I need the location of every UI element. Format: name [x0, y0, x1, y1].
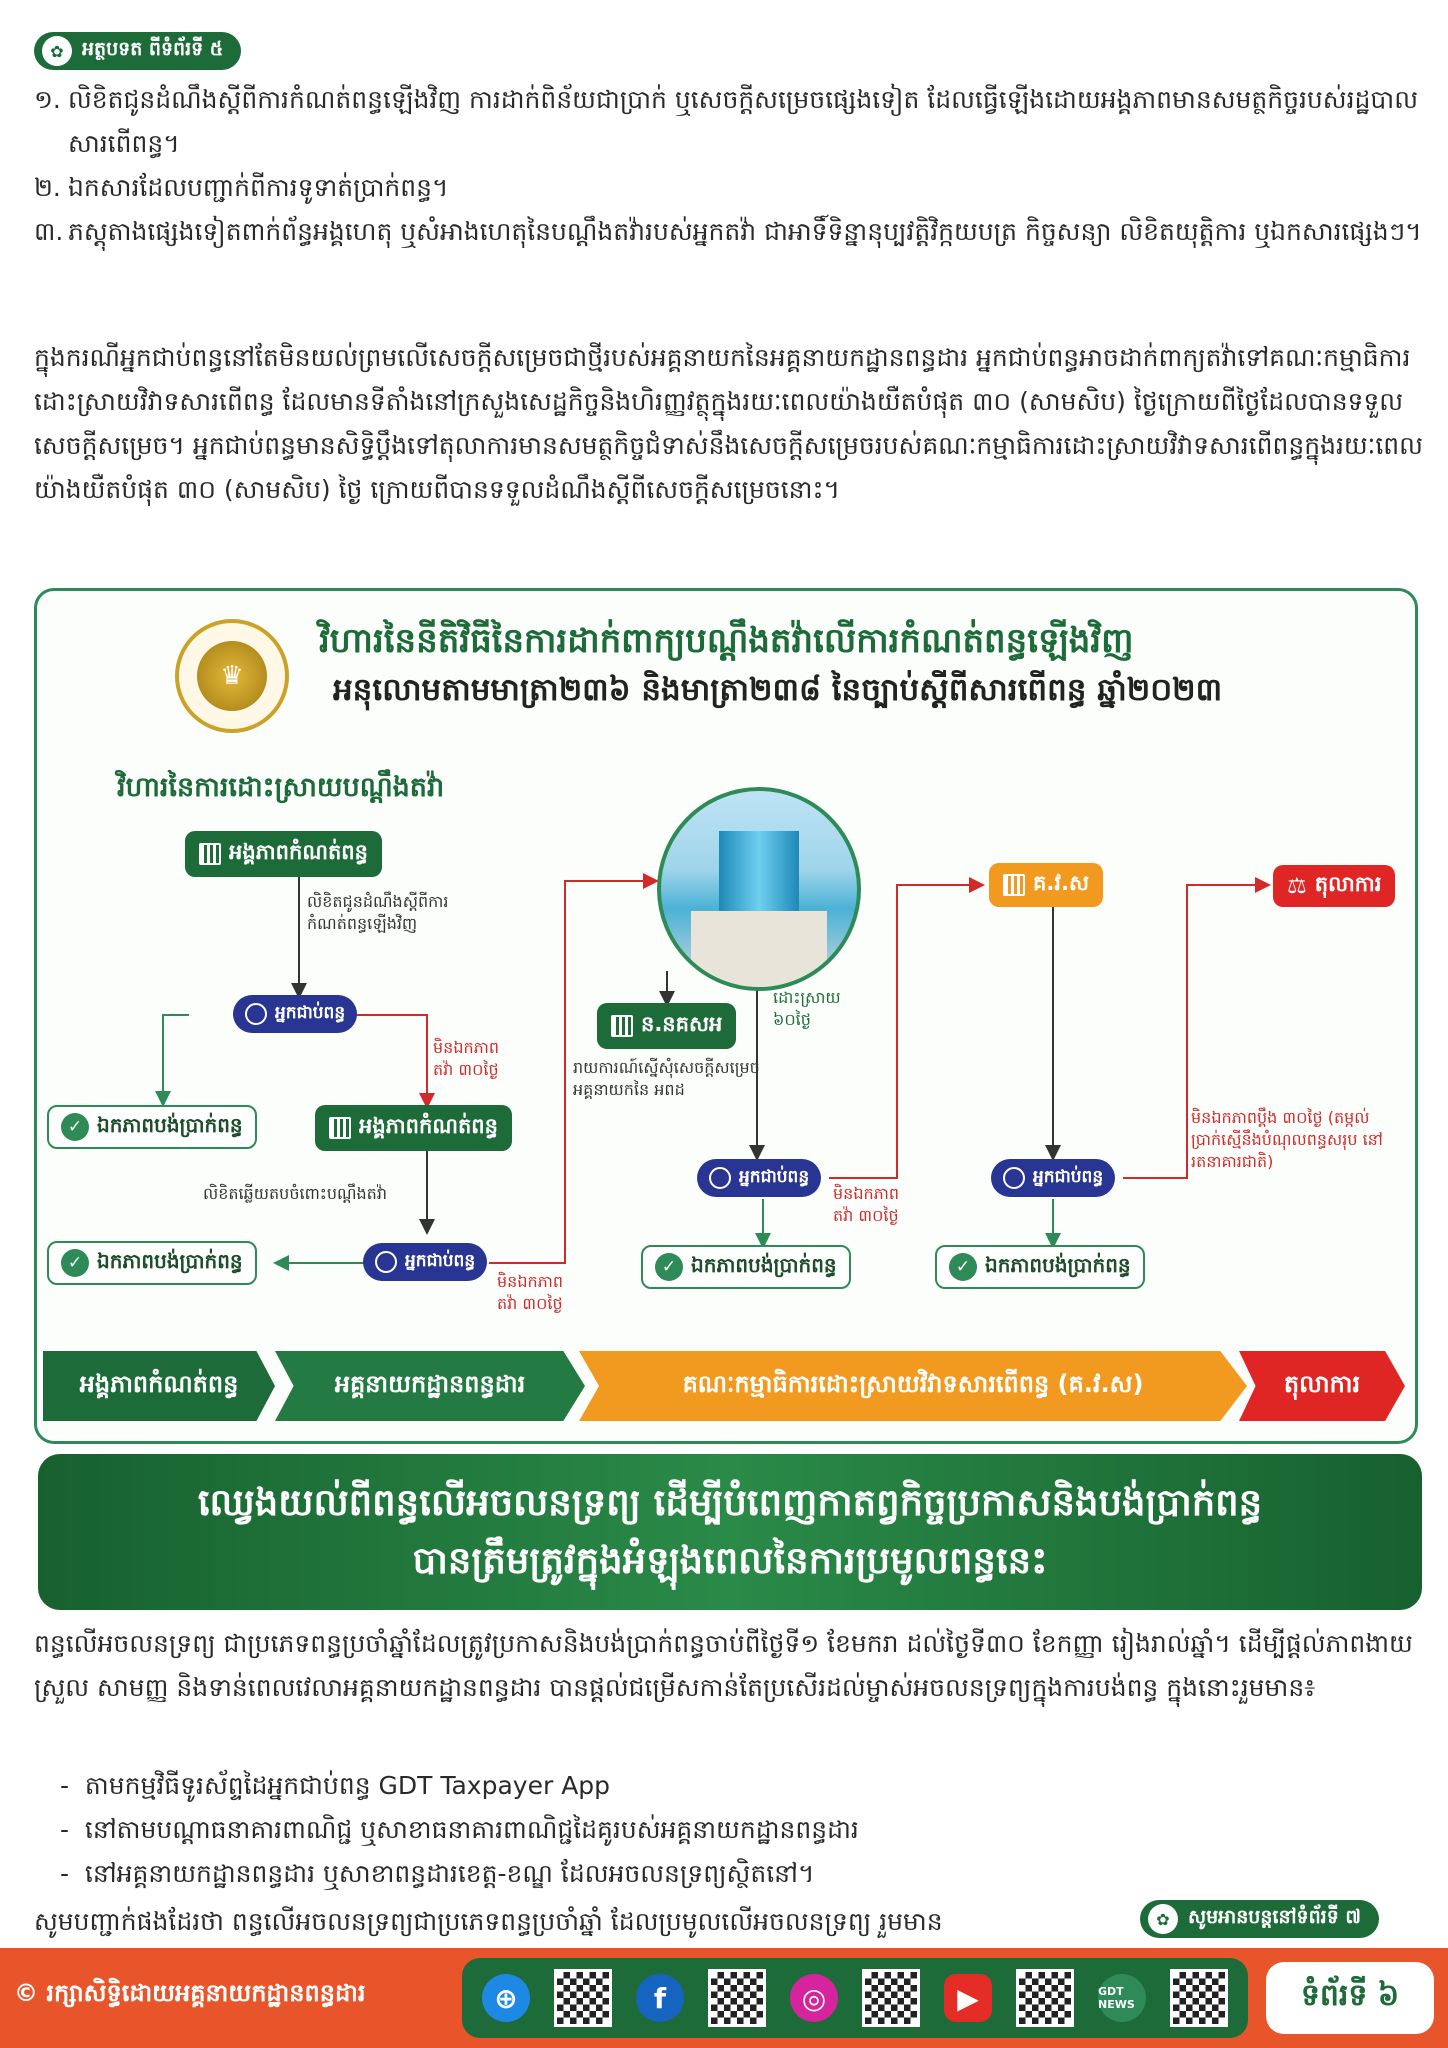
qr-code-youtube: [1016, 1969, 1074, 2027]
paid-box-2: ✓ ឯកភាពបង់ប្រាក់ពន្ធ: [47, 1241, 257, 1285]
continue-tag-label: សូមអានបន្តនៅទំព័រទី ៧: [1188, 1906, 1361, 1928]
list-item: - នៅអគ្គនាយកដ្ឋានពន្ធដារ ឬសាខាពន្ធដារខេត…: [60, 1859, 815, 1888]
list-item: - តាមកម្មវិធីទូរស័ព្ទដៃអ្នកជាប់ពន្ធ GDT …: [60, 1771, 611, 1800]
taxpayer-box-2: អ្នកជាប់ពន្ធ: [363, 1243, 488, 1281]
youtube-icon[interactable]: ▶: [944, 1974, 992, 2022]
panel-title: វិហារនៃនីតិវិធីនៃការដាក់ពាក្យបណ្តឹងតវ៉ាល…: [319, 621, 1134, 661]
user-icon: [1003, 1167, 1025, 1189]
list-item-text: លិខិតជូនដំណឹងស្តីពីការកំណត់ពន្ធឡើងវិញ កា…: [68, 85, 1419, 158]
note-notify: លិខិតជូនដំណឹងស្តីពីការកំណត់ពន្ធឡើងវិញ: [307, 892, 449, 933]
list-item-text: ភស្តុតាងផ្សេងទៀតពាក់ព័ន្ធអង្គហេតុ ឬសំអាង…: [68, 217, 1422, 246]
list-item-text: ឯកសារដែលបញ្ជាក់ពីការទូទាត់ប្រាក់ពន្ធ។: [68, 173, 449, 202]
flower-icon: ✿: [1148, 1904, 1178, 1934]
note-resolve: ដោះស្រាយ ៦០ថ្ងៃ: [773, 988, 841, 1029]
paid-box-3: ✓ ឯកភាពបង់ប្រាក់ពន្ធ: [641, 1245, 851, 1289]
note-report: រាយការណ៍ស្នើសុំសេចក្តីសម្រេចអគ្គនាយកនៃ អ…: [573, 1058, 760, 1099]
procedure-panel: ♛ វិហារនៃនីតិវិធីនៃការដាក់ពាក្យបណ្តឹងតវ៉…: [34, 588, 1418, 1444]
instagram-icon[interactable]: ◎: [790, 1974, 838, 2022]
court-box: ⚖ តុលាការ: [1273, 865, 1396, 907]
paid-box-4: ✓ ឯកភាពបង់ប្រាក់ពន្ធ: [935, 1245, 1145, 1289]
info-banner: ឈ្វេងយល់ពីពន្ធលើអចលនទ្រព្យ ដើម្បីបំពេញកា…: [38, 1454, 1422, 1610]
gdt-building-photo: [657, 787, 861, 991]
building-icon: [1003, 874, 1025, 896]
list-item: ២. ឯកសារដែលបញ្ជាក់ពីការទូទាត់ប្រាក់ពន្ធ។: [34, 166, 1424, 210]
user-icon: [375, 1251, 397, 1273]
note-disagree-2: មិនឯកភាព តវ៉ា ៣០ថ្ងៃ: [497, 1272, 564, 1313]
gdt-office-box: ន.នគសអ: [597, 1003, 737, 1049]
user-icon: [709, 1167, 731, 1189]
stage-bar: អង្គភាពកំណត់ពន្ធ អគ្គនាយកដ្ឋានពន្ធដារ គណ…: [43, 1351, 1405, 1421]
list-item: ៣. ភស្តុតាងផ្សេងទៀតពាក់ព័ន្ធអង្គហេតុ ឬសំ…: [34, 210, 1424, 254]
qr-code-news: [1170, 1969, 1228, 2027]
note-reply: លិខិតឆ្លើយតបចំពោះបណ្តឹងតវ៉ា: [203, 1184, 387, 1203]
note-disagree-3: មិនឯកភាព តវ៉ា ៣០ថ្ងៃ: [833, 1184, 900, 1225]
copyright: © រក្សាសិទ្ធិដោយអគ្គនាយកដ្ឋានពន្ធដារ: [14, 1979, 366, 2007]
building-icon: [329, 1117, 351, 1139]
header-page-tag: ✿ អត្ថបទត ពីទំព័រទី ៥: [34, 32, 242, 70]
paid-box-1: ✓ ឯកភាពបង់ប្រាក់ពន្ធ: [47, 1105, 257, 1149]
facebook-icon[interactable]: f: [636, 1974, 684, 2022]
assess-unit-box-2: អង្គភាពកំណត់ពន្ធ: [315, 1105, 512, 1151]
committee-box: គ.វ.ស: [989, 863, 1103, 907]
stage-assess: អង្គភាពកំណត់ពន្ធ: [43, 1351, 275, 1421]
emblem-icon: ♛: [197, 641, 267, 711]
social-strip: ⊕ f ◎ ▶ GDT NEWS: [462, 1958, 1248, 2038]
flow-connectors: [155, 873, 1271, 1271]
taxpayer-box-3: អ្នកជាប់ពន្ធ: [697, 1159, 822, 1197]
gdt-logo: ♛: [175, 619, 289, 733]
page-number: ទំព័រទី ៦: [1266, 1962, 1434, 2034]
stage-gdt: អគ្គនាយកដ្ឋានពន្ធដារ: [275, 1351, 585, 1421]
body-paragraph: ពន្ធលើអចលនទ្រព្យ ជាប្រភេទពន្ធប្រចាំឆ្នាំ…: [34, 1629, 1413, 1702]
user-icon: [245, 1003, 267, 1025]
scales-icon: ⚖: [1287, 873, 1307, 899]
footer: © រក្សាសិទ្ធិដោយអគ្គនាយកដ្ឋានពន្ធដារ ⊕ f…: [0, 1948, 1448, 2048]
building-icon: [199, 843, 221, 865]
document-list: ១. លិខិតជូនដំណឹងស្តីពីការកំណត់ពន្ធឡើងវិញ…: [34, 78, 1424, 254]
stage-court: តុលាការ: [1239, 1351, 1405, 1421]
flower-icon: ✿: [42, 36, 72, 66]
list-item-number: ៣.: [34, 217, 64, 246]
taxpayer-box-4: អ្នកជាប់ពន្ធ: [991, 1159, 1116, 1197]
list-item-number: ១.: [34, 85, 61, 114]
flow-heading: វិហារនៃការដោះស្រាយបណ្តឹងតវ៉ា: [117, 772, 445, 803]
banner-line-2: បានត្រឹមត្រូវក្នុងអំឡុងពេលនៃការប្រមូលពន្…: [412, 1539, 1048, 1582]
note-disagree-1: មិនឯកភាព តវ៉ា ៣០ថ្ងៃ: [433, 1038, 500, 1079]
check-icon: ✓: [949, 1253, 977, 1281]
check-icon: ✓: [655, 1253, 683, 1281]
website-icon[interactable]: ⊕: [482, 1974, 530, 2022]
banner-line-1: ឈ្វេងយល់ពីពន្ធលើអចលនទ្រព្យ ដើម្បីបំពេញកា…: [197, 1481, 1263, 1524]
list-item-number: ២.: [34, 173, 61, 202]
taxpayer-box-1: អ្នកជាប់ពន្ធ: [233, 995, 358, 1033]
check-icon: ✓: [61, 1249, 89, 1277]
building-icon: [611, 1015, 633, 1037]
gdt-news-icon[interactable]: GDT NEWS: [1098, 1974, 1146, 2022]
assess-unit-box-1: អង្គភាពកំណត់ពន្ធ: [185, 831, 382, 877]
panel-subtitle: អនុលោមតាមមាត្រា២៣៦ និងមាត្រា២៣៨ នៃច្បាប់…: [333, 672, 1223, 708]
payment-options-list: - តាមកម្មវិធីទូរស័ព្ទដៃអ្នកជាប់ពន្ធ GDT …: [60, 1764, 1420, 1896]
list-item: ១. លិខិតជូនដំណឹងស្តីពីការកំណត់ពន្ធឡើងវិញ…: [34, 78, 1424, 166]
check-icon: ✓: [61, 1113, 89, 1141]
qr-code-website: [554, 1969, 612, 2027]
continue-tag: ✿ សូមអានបន្តនៅទំព័រទី ៧: [1140, 1900, 1379, 1938]
last-line: សូមបញ្ជាក់ផងដែរថា ពន្ធលើអចលនទ្រព្យជាប្រភ…: [34, 1907, 943, 1936]
header-tag-label: អត្ថបទត ពីទំព័រទី ៥: [82, 38, 224, 60]
qr-code-instagram: [862, 1969, 920, 2027]
stage-committee: គណៈកម្មាធិការដោះស្រាយវិវាទសារពើពន្ធ (គ.វ…: [579, 1351, 1247, 1421]
intro-paragraph: ក្នុងករណីអ្នកជាប់ពន្ធនៅតែមិនយល់ព្រមលើសេច…: [34, 343, 1423, 504]
note-court: មិនឯកភាពប្តឹង ៣០ថ្ងៃ (តម្កល់ប្រាក់ស្មើនឹ…: [1191, 1108, 1383, 1171]
qr-code-facebook: [708, 1969, 766, 2027]
list-item: - នៅតាមបណ្តាធនាគារពាណិជ្ជ ឬសាខាធនាគារពាណ…: [60, 1815, 859, 1844]
